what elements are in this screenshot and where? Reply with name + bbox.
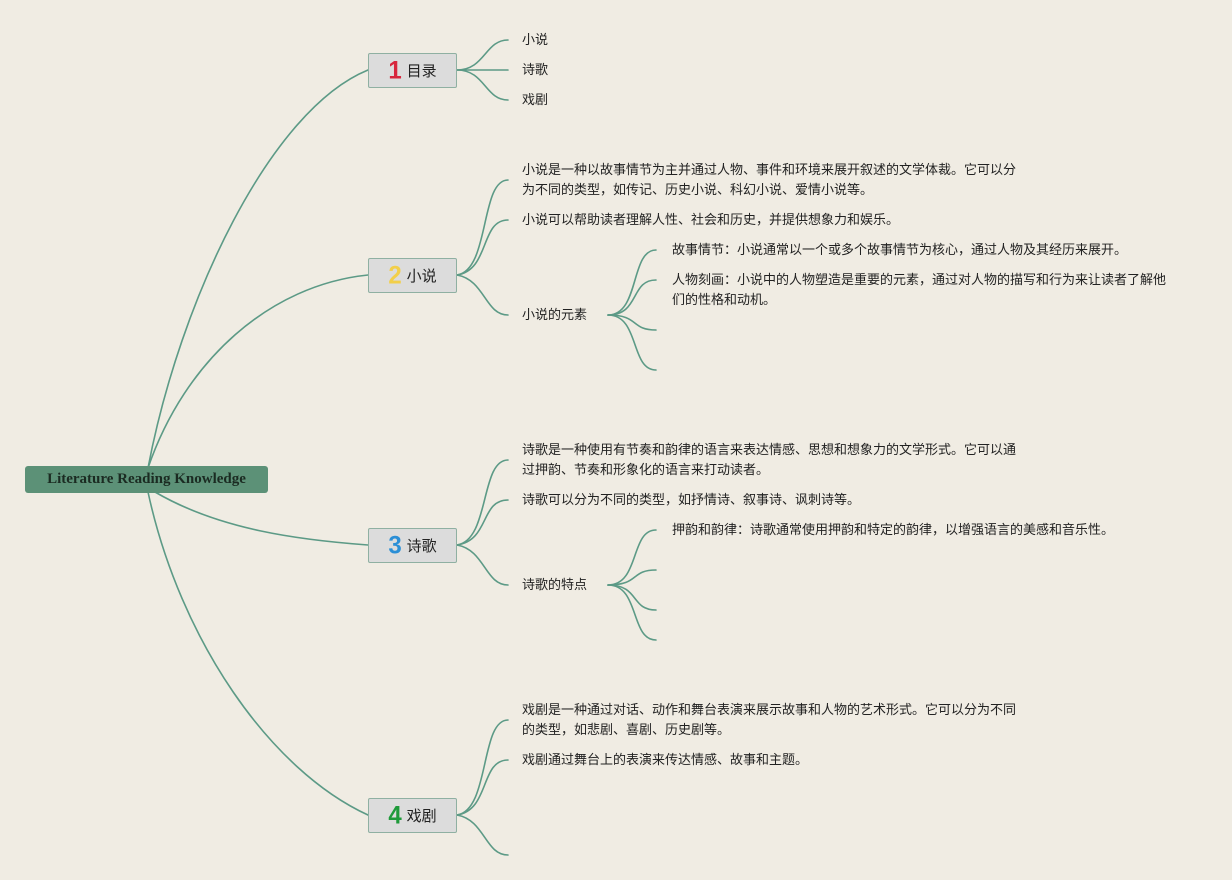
link-root-branch2 [147,274,369,469]
branch-label: 目录 [406,62,437,80]
topic-novel-character[interactable]: 人物刻画：小说中的人物塑造是重要的元素，通过对人物的描写和行为来让读者了解他们的… [672,273,1167,308]
branch-label: 小说 [406,267,437,285]
branch-label: 戏剧 [406,807,437,825]
topic-poetry-features[interactable]: 诗歌的特点 [522,578,588,593]
link-root-branch1 [147,69,369,469]
number-4-icon: 4 [388,800,402,830]
topic-novel-elements[interactable]: 小说的元素 [522,308,588,323]
number-2-icon: 2 [388,260,402,290]
topic-poetry-rhyme[interactable]: 押韵和韵律：诗歌通常使用押韵和特定的韵律，以增强语言的美感和音乐性。 [672,523,1115,538]
topic-catalog-novel[interactable]: 小说 [522,33,549,48]
root-topic-label: Literature Reading Knowledge [47,471,246,487]
topic-drama-function[interactable]: 戏剧通过舞台上的表演来传达情感、故事和主题。 [522,753,809,768]
branch-label: 诗歌 [406,537,437,555]
link-root-branch4 [147,491,369,816]
branch-topic-drama[interactable]: 4 戏剧 [368,798,457,833]
branch-topic-catalog[interactable]: 1 目录 [368,53,457,88]
topic-drama-definition[interactable]: 戏剧是一种通过对话、动作和舞台表演来展示故事和人物的艺术形式。它可以分为不同的类… [522,703,1017,738]
number-3-icon: 3 [388,530,402,560]
root-topic[interactable]: Literature Reading Knowledge [25,466,268,493]
topic-novel-definition[interactable]: 小说是一种以故事情节为主并通过人物、事件和环境来展开叙述的文学体裁。它可以分为不… [522,163,1017,198]
topic-poetry-definition[interactable]: 诗歌是一种使用有节奏和韵律的语言来表达情感、思想和想象力的文学形式。它可以通过押… [522,443,1017,478]
topic-catalog-poetry[interactable]: 诗歌 [522,63,549,78]
link-root-branch3 [154,491,369,546]
number-1-icon: 1 [388,55,402,85]
branch-topic-poetry[interactable]: 3 诗歌 [368,528,457,563]
branch-topic-novel[interactable]: 2 小说 [368,258,457,293]
topic-catalog-drama[interactable]: 戏剧 [522,93,549,108]
topic-novel-plot[interactable]: 故事情节：小说通常以一个或多个故事情节为核心，通过人物及其经历来展开。 [672,243,1128,258]
topic-poetry-types[interactable]: 诗歌可以分为不同的类型，如抒情诗、叙事诗、讽刺诗等。 [522,493,861,508]
topic-novel-function[interactable]: 小说可以帮助读者理解人性、社会和历史，并提供想象力和娱乐。 [522,213,900,228]
